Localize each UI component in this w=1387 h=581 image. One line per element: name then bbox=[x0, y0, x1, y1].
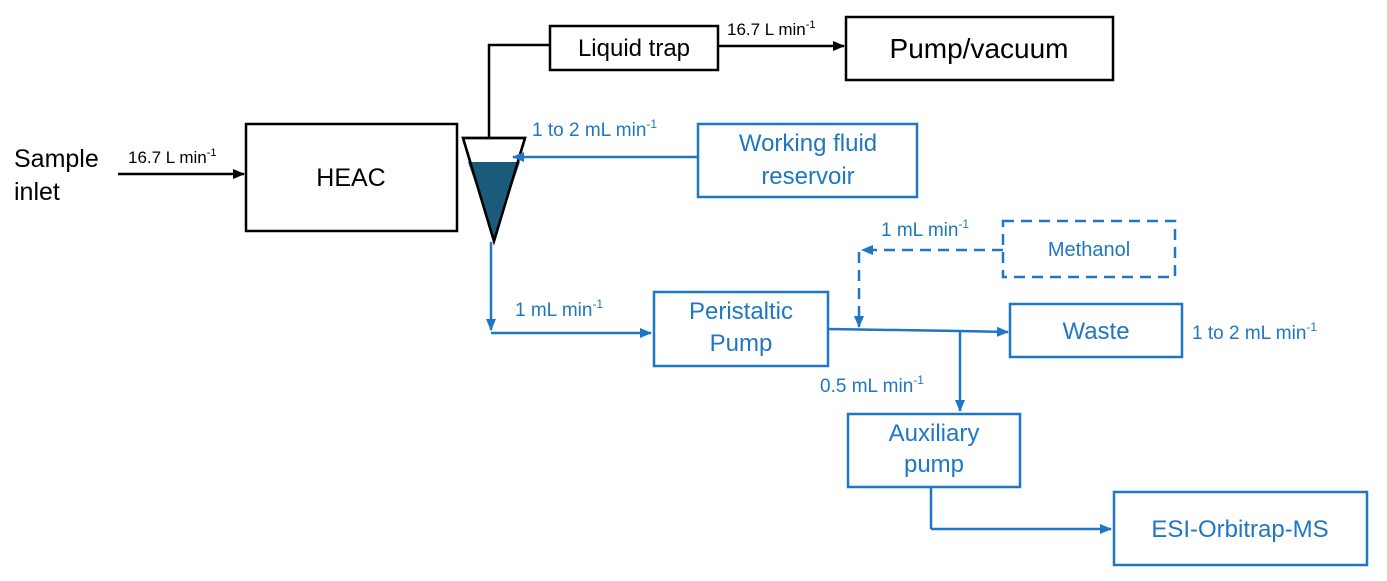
heac-box: HEAC bbox=[244, 122, 459, 233]
methanol-box: Methanol bbox=[1001, 219, 1177, 279]
waste-box: Waste bbox=[1008, 302, 1184, 359]
peristaltic-to-junction-line bbox=[827, 327, 961, 333]
trap-flow-label: 16.7 L min-1 bbox=[727, 19, 816, 39]
liquid-trap-label: Liquid trap bbox=[578, 35, 690, 62]
liquid-trap-box: Liquid trap bbox=[548, 24, 720, 72]
waste-flow-label: 1 to 2 mL min-1 bbox=[1192, 320, 1317, 344]
esi-orbitrap-ms-label: ESI-Orbitrap-MS bbox=[1151, 516, 1328, 543]
reservoir-flow-label: 1 to 2 mL min-1 bbox=[532, 117, 657, 141]
heac-label: HEAC bbox=[316, 164, 385, 192]
methanol-flow-label: 1 mL min-1 bbox=[881, 217, 969, 241]
waste-label: Waste bbox=[1062, 318, 1129, 345]
methanol-label: Methanol bbox=[1048, 239, 1130, 261]
peristaltic-flow-label: 1 mL min-1 bbox=[515, 297, 603, 321]
collector-cone bbox=[461, 136, 527, 246]
aux-flow-label: 0.5 mL min-1 bbox=[820, 373, 924, 397]
sample-flow-label: 16.7 L min-1 bbox=[128, 147, 217, 167]
junction-to-waste-arrow bbox=[959, 326, 1009, 337]
cone-to-trap-line bbox=[487, 43, 550, 138]
pump-vacuum-label: Pump/vacuum bbox=[890, 33, 1069, 64]
esi-orbitrap-ms-box: ESI-Orbitrap-MS bbox=[1112, 490, 1369, 567]
pump-vacuum-box: Pump/vacuum bbox=[844, 15, 1115, 82]
